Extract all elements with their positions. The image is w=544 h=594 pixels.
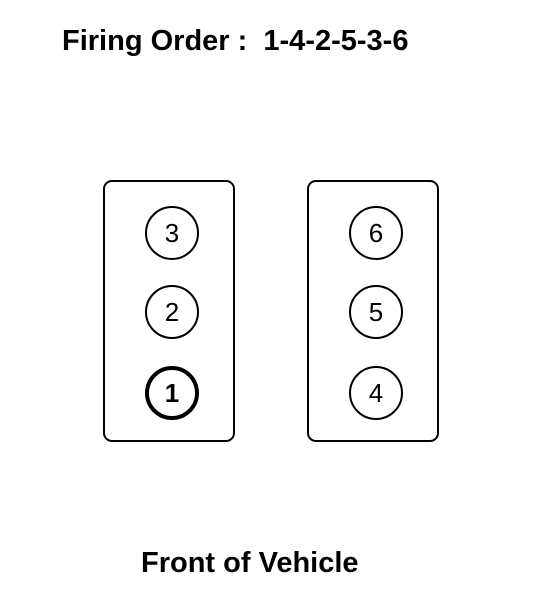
cylinder-6: 6 xyxy=(349,206,403,260)
cylinder-4: 4 xyxy=(349,366,403,420)
right-cylinder-bank: 6 5 4 xyxy=(307,180,439,442)
firing-order-title: Firing Order : 1-4-2-5-3-6 xyxy=(62,25,409,57)
cylinder-3: 3 xyxy=(145,206,199,260)
front-of-vehicle-label: Front of Vehicle xyxy=(141,547,359,579)
cylinder-5: 5 xyxy=(349,285,403,339)
left-cylinder-bank: 3 2 1 xyxy=(103,180,235,442)
cylinder-1: 1 xyxy=(145,366,199,420)
cylinder-2: 2 xyxy=(145,285,199,339)
